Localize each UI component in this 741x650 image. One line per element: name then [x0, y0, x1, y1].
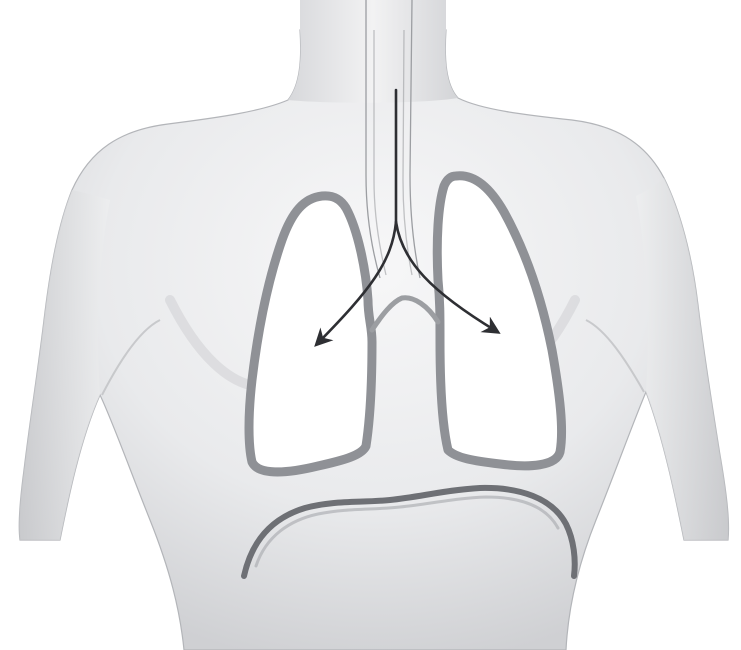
left-arm-shade: [19, 190, 110, 540]
neck: [288, 0, 458, 103]
right-arm-shade: [636, 178, 729, 540]
